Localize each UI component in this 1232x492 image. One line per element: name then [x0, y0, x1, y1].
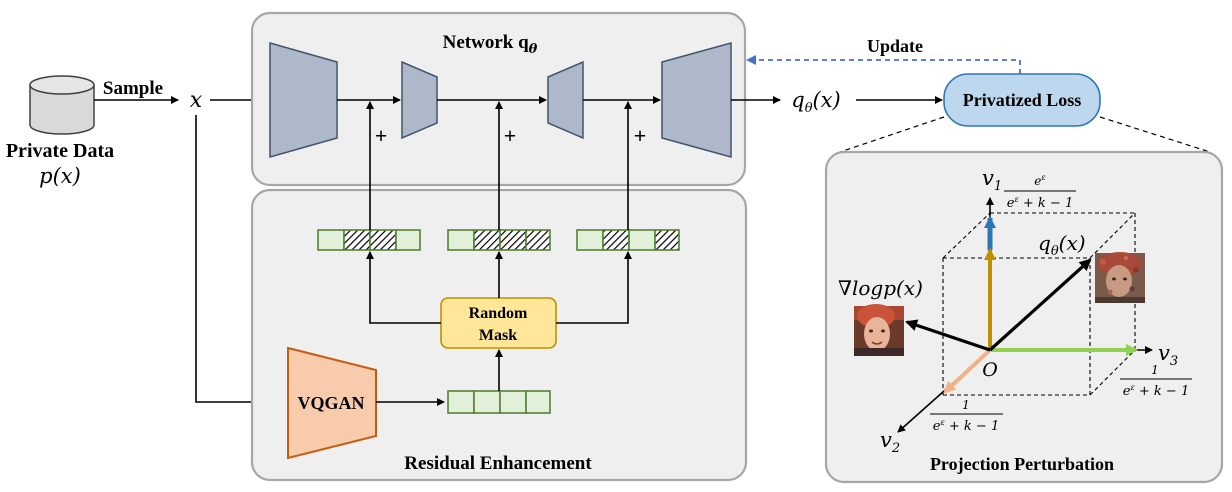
masked-token-strip-1: [317, 229, 421, 251]
masked-token-strip-2: [447, 229, 551, 251]
privatized-loss-box: [943, 73, 1101, 127]
encoder-layer-1: [269, 42, 338, 158]
grad-logp-label: ∇logp(x): [838, 276, 923, 300]
plus-sign-2: +: [504, 123, 517, 148]
zoom-line-left: [839, 116, 945, 153]
svg-text:eε + k − 1: eε + k − 1: [1123, 383, 1189, 399]
projection-perturbation-label: Projection Perturbation: [930, 454, 1114, 474]
noisy-face-thumbnail: [1095, 252, 1145, 303]
q-theta-vector: [988, 258, 1092, 352]
zoom-line-right: [1099, 116, 1211, 153]
private-data-label: Private Data: [6, 140, 114, 162]
random-mask-label-line2: Mask: [479, 327, 517, 344]
random-mask-label-line1: Random: [469, 305, 528, 322]
projection-perturbation-panel: [824, 150, 1224, 484]
masked-token-strip-3: [576, 229, 680, 251]
vqgan-block: [287, 346, 377, 460]
x-input-label: x: [190, 88, 203, 113]
v2-fraction: 1 eε + k − 1: [930, 398, 1003, 434]
svg-text:eε + k − 1: eε + k − 1: [933, 418, 999, 434]
q-theta-output: qθ(x): [791, 88, 841, 116]
v1-fraction: eε eε + k − 1: [1004, 173, 1076, 211]
v3-fraction: 1 eε + k − 1: [1120, 363, 1192, 399]
clean-face-thumbnail: [854, 304, 904, 356]
projection-cube: [942, 212, 1136, 396]
svg-text:1: 1: [1151, 363, 1159, 377]
sample-label: Sample: [103, 78, 163, 99]
token-strip: [447, 390, 551, 414]
v2-label: v2: [880, 428, 900, 456]
v3-label: v3: [1158, 341, 1178, 369]
decoder-layer-1: [547, 60, 584, 140]
mask-branch-left: [366, 251, 441, 324]
v2-projection-arrow: [943, 348, 992, 394]
svg-text:1: 1: [962, 398, 970, 412]
database-icon: [29, 75, 95, 135]
grad-logp-vector: [905, 319, 991, 352]
private-data-distribution: p(x): [39, 164, 81, 188]
decoder-layer-2: [661, 42, 732, 158]
origin-label: O: [982, 359, 998, 381]
v1-label: v1: [982, 166, 1002, 194]
plus-sign-1: +: [375, 123, 388, 148]
update-label: Update: [867, 36, 923, 56]
residual-enhancement-label: Residual Enhancement: [404, 453, 592, 474]
update-arrow: [746, 55, 1021, 74]
plus-sign-3: +: [634, 123, 647, 148]
mask-branch-right: [556, 251, 632, 324]
svg-text:eε + k − 1: eε + k − 1: [1007, 195, 1073, 211]
svg-text:eε: eε: [1034, 173, 1045, 188]
vqgan-label: VQGAN: [298, 393, 365, 413]
encoder-layer-2: [401, 60, 438, 140]
privatized-loss-label: Privatized Loss: [963, 90, 1082, 110]
network-title: Network qθ: [443, 32, 538, 57]
q-theta-label: qθ(x): [1038, 231, 1086, 259]
